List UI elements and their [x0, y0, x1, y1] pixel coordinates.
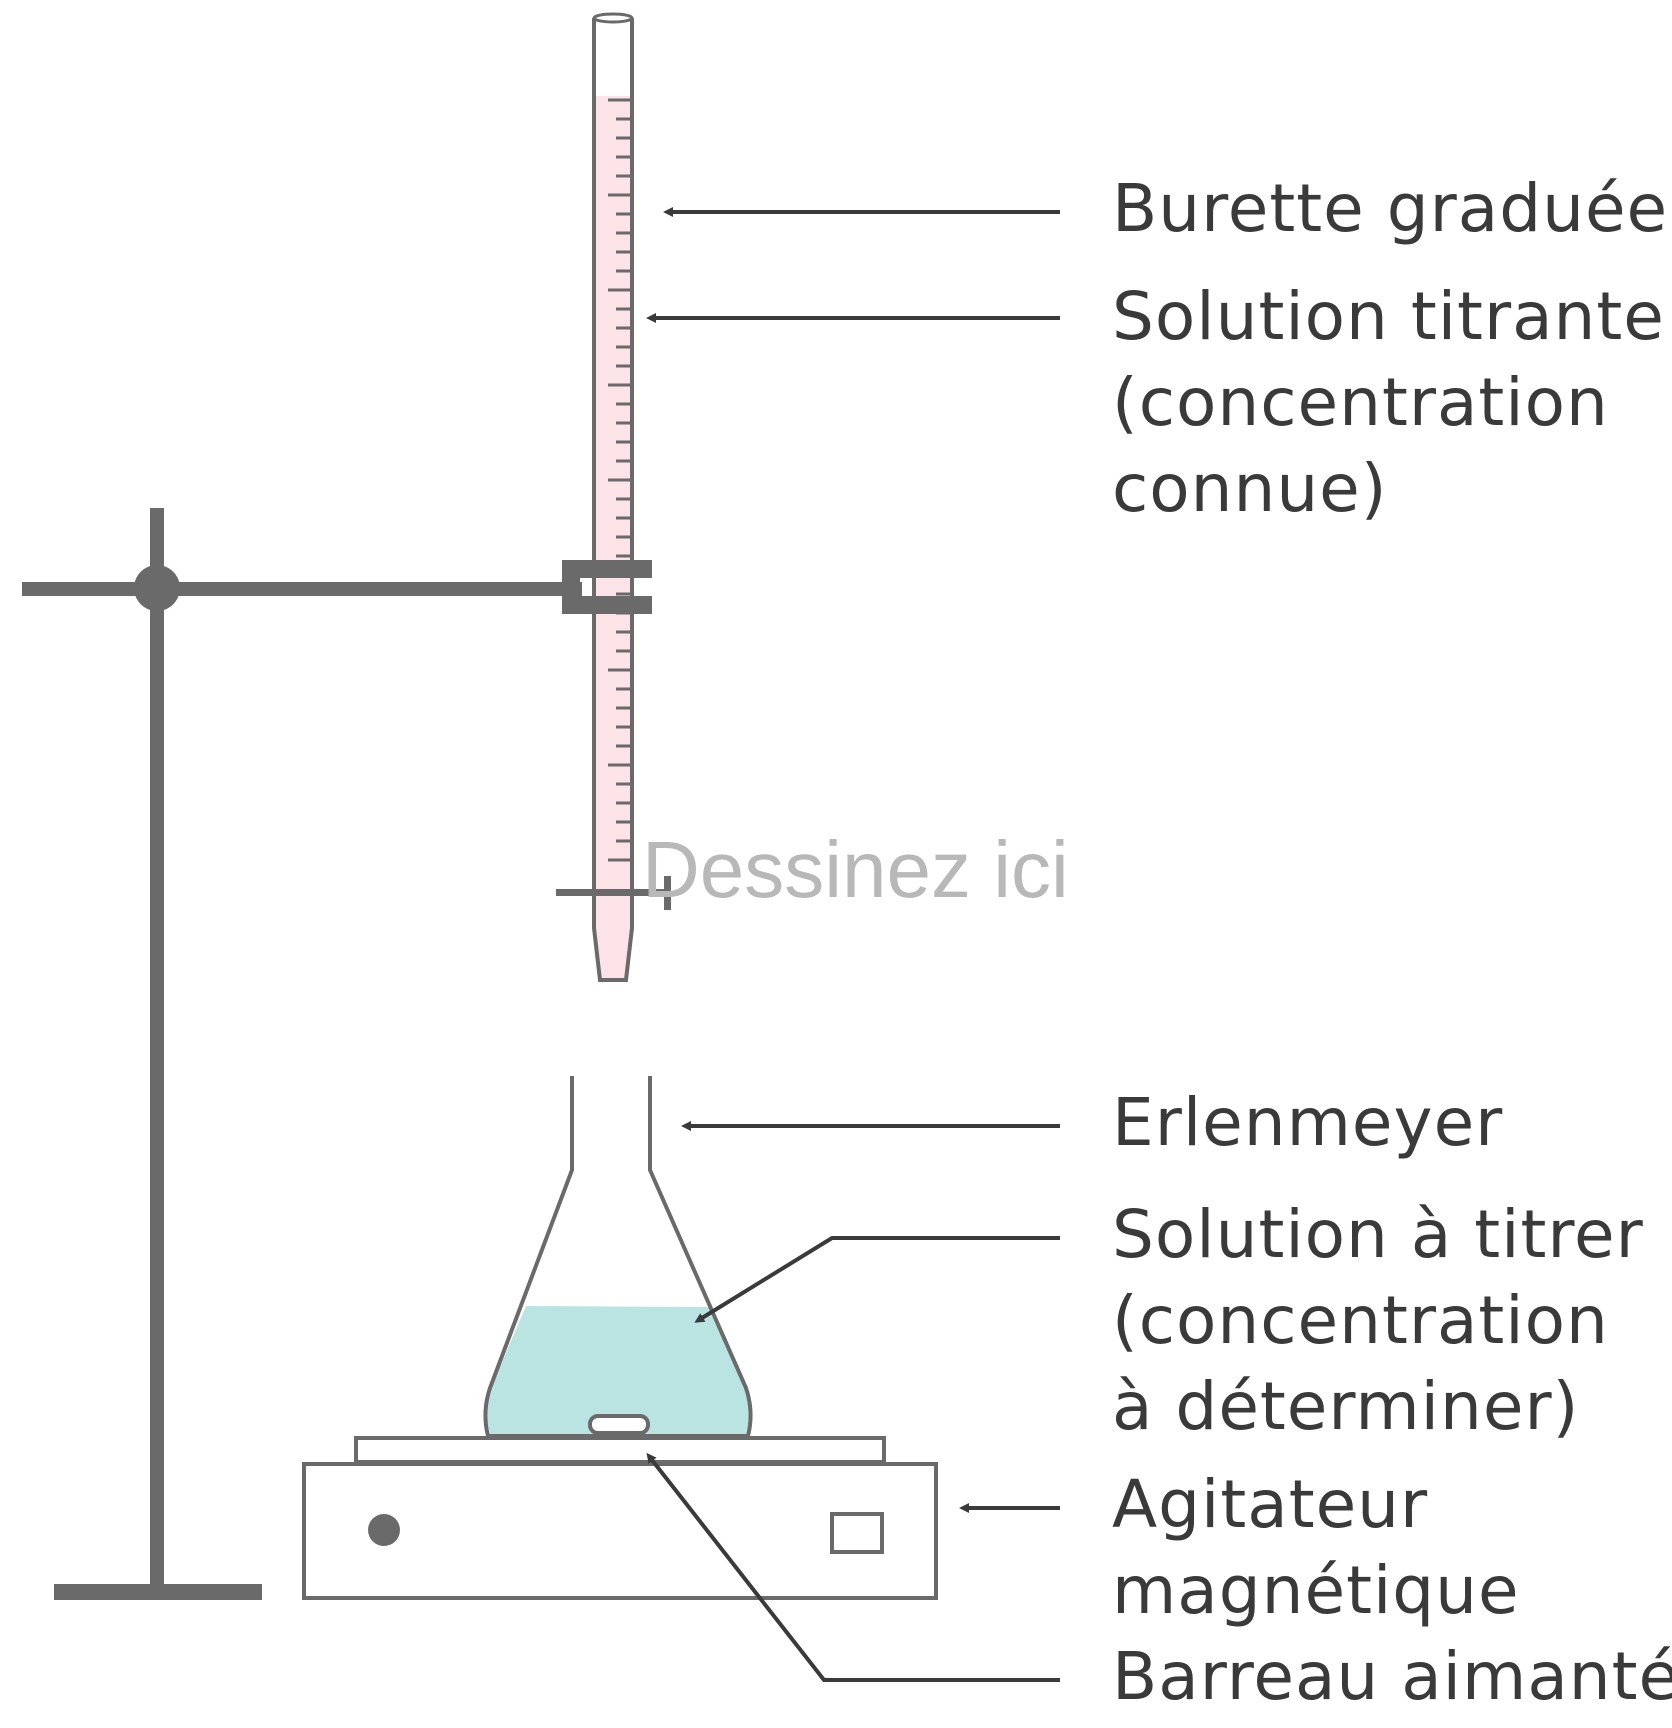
label-stirrer-line-2: magnétique: [1112, 1552, 1520, 1629]
leader-lines: [646, 207, 1060, 1682]
stopcock: [556, 876, 671, 910]
label-erlenmeyer: Erlenmeyer: [1112, 1080, 1503, 1166]
label-titrant: Solution titrante (concentration connue): [1112, 274, 1665, 532]
stirrer-knob: [368, 1514, 400, 1546]
clamp-boss: [134, 565, 180, 611]
label-analyte-line-3: à déterminer): [1112, 1368, 1580, 1445]
label-analyte: Solution à titrer (concentration à déter…: [1112, 1192, 1644, 1450]
stir-bar: [588, 1414, 650, 1435]
retort-stand: [22, 508, 582, 1600]
magnetic-stirrer: [302, 1436, 938, 1600]
stand-base: [54, 1584, 262, 1600]
label-titrant-line-2: (concentration: [1112, 364, 1609, 441]
stirrer-top-plate: [354, 1436, 886, 1464]
stirrer-switch: [830, 1512, 884, 1554]
burette-titrant-liquid: [594, 96, 632, 980]
burette-tube: [592, 18, 634, 982]
stand-rod: [150, 508, 164, 1592]
label-erlenmeyer-text: Erlenmeyer: [1112, 1084, 1504, 1161]
watermark-text: Dessinez ici: [642, 825, 1069, 914]
label-stir-bar-text: Barreau aimanté: [1112, 1638, 1672, 1715]
label-analyte-line-2: (concentration: [1112, 1282, 1609, 1359]
burette: [556, 12, 671, 982]
erlenmeyer-flask: [483, 1076, 753, 1438]
analyte-liquid: [487, 1306, 750, 1438]
label-titrant-line-1: Solution titrante: [1112, 278, 1665, 355]
label-titrant-line-3: connue): [1112, 450, 1388, 527]
arrow-analyte: [694, 1236, 1060, 1323]
label-burette: Burette graduée: [1112, 166, 1668, 252]
label-burette-text: Burette graduée: [1112, 170, 1669, 247]
label-analyte-line-1: Solution à titrer: [1112, 1196, 1644, 1273]
burette-clamp: [562, 560, 652, 614]
burette-opening: [592, 12, 634, 24]
label-stirrer: Agitateur magnétique: [1112, 1462, 1520, 1634]
arrow-stir-bar: [646, 1452, 1060, 1682]
clamp-arm: [22, 582, 582, 596]
label-stir-bar: Barreau aimanté: [1112, 1634, 1672, 1720]
label-stirrer-line-1: Agitateur: [1112, 1466, 1429, 1543]
